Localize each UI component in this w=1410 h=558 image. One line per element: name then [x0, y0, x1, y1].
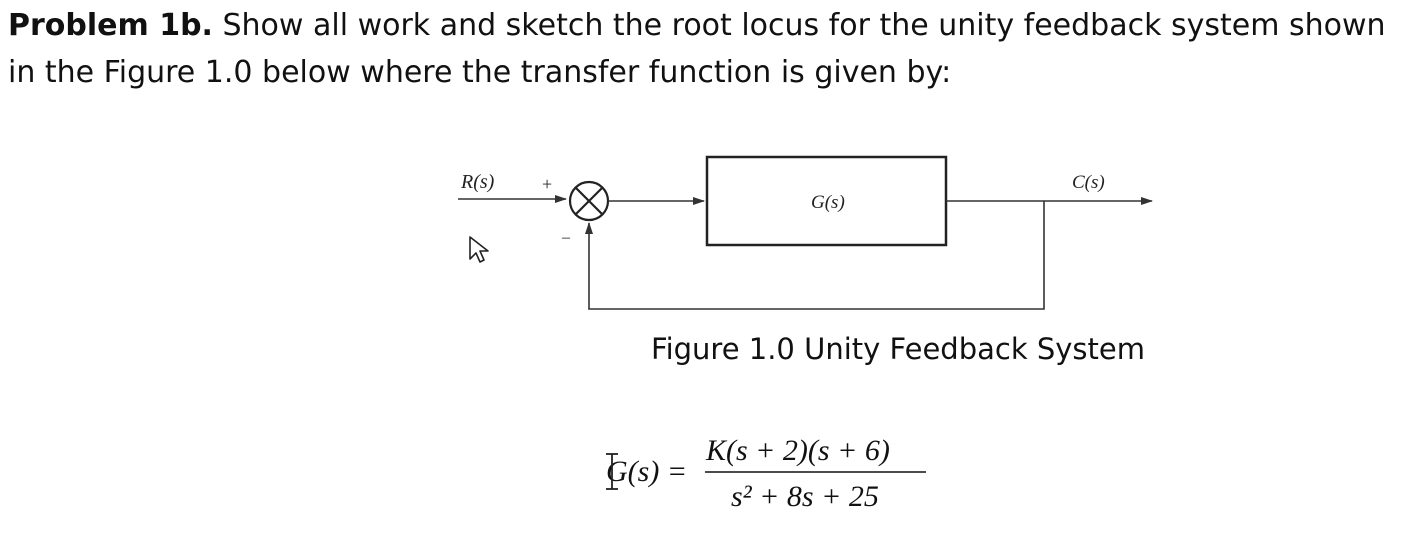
problem-statement: Problem 1b. Show all work and sketch the…: [8, 2, 1398, 96]
transfer-function-numerator: K(s + 2)(s + 6): [705, 434, 890, 467]
transfer-function: G(s) = K(s + 2)(s + 6) s² + 8s + 25: [606, 434, 926, 513]
block-label: G(s): [811, 192, 845, 213]
text-cursor-icon: [606, 453, 618, 490]
plus-sign: +: [542, 174, 552, 194]
mouse-pointer-icon: [469, 236, 489, 263]
problem-body: Show all work and sketch the root locus …: [8, 8, 1386, 90]
minus-sign: –: [561, 229, 571, 246]
transfer-function-lhs: G(s) =: [606, 455, 687, 488]
plant-block: [705, 155, 948, 247]
feedback-path: [585, 201, 1045, 310]
problem-label: Problem 1b.: [8, 8, 213, 43]
transfer-function-denominator: s² + 8s + 25: [731, 480, 879, 513]
figure-caption: Figure 1.0 Unity Feedback System: [651, 332, 1145, 366]
output-label: C(s): [1072, 172, 1105, 193]
input-label: R(s): [460, 171, 495, 193]
summing-junction: [568, 180, 610, 222]
